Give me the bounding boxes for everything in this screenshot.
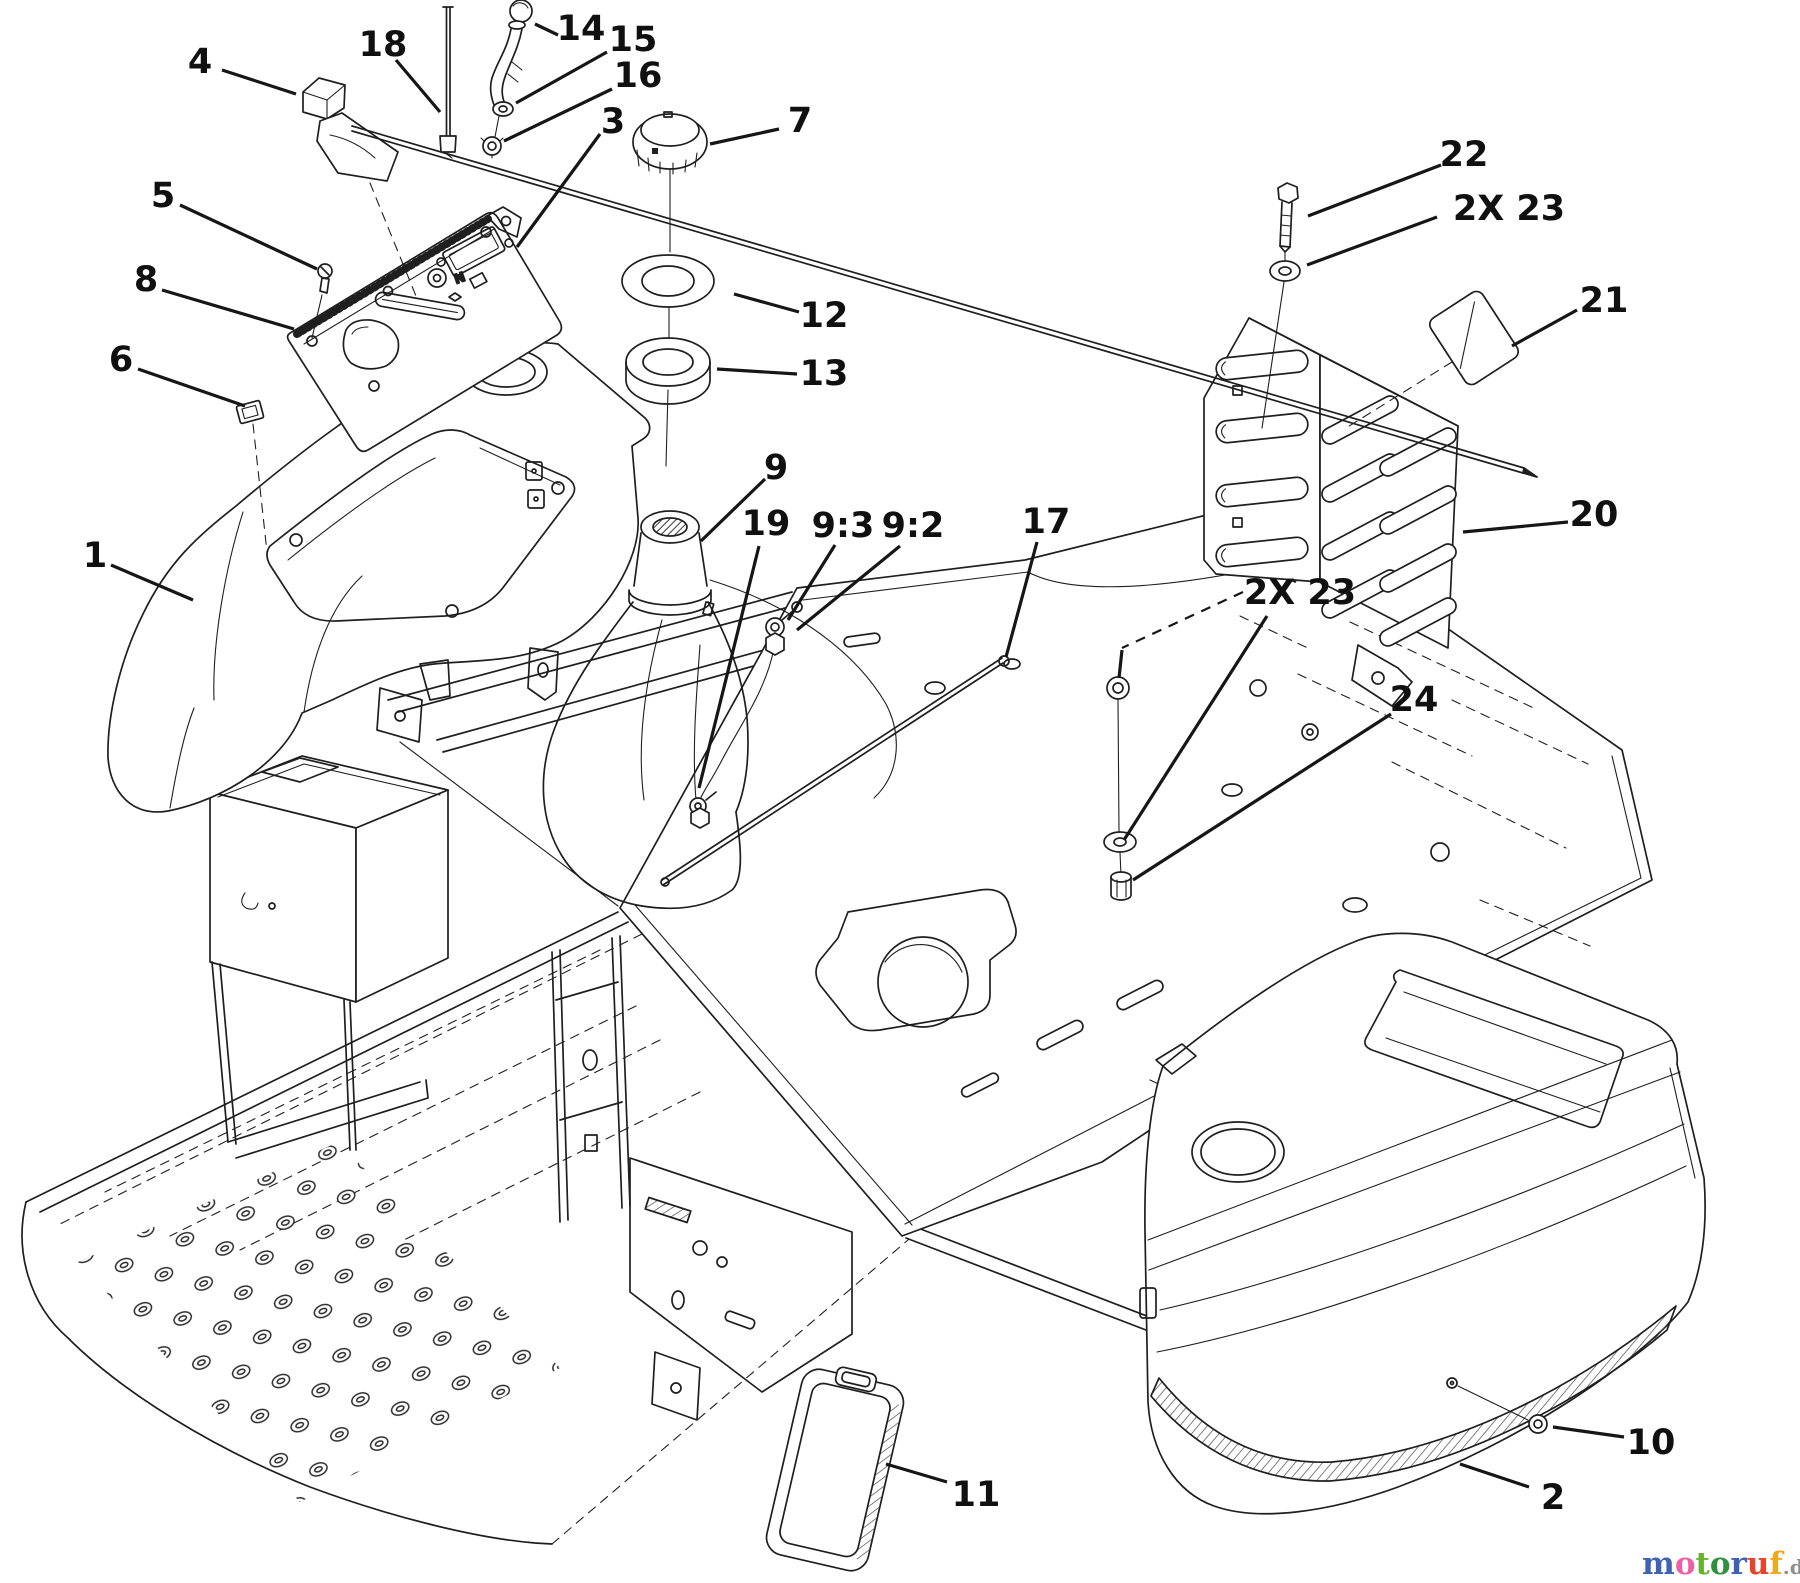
- leader-line-19: [697, 545, 761, 789]
- leader-line-1: [110, 563, 194, 602]
- callout-4: 4: [188, 42, 212, 82]
- callout-19: 19: [742, 504, 791, 544]
- callout-20: 20: [1570, 495, 1619, 535]
- callout-2X23: 2X 23: [1453, 189, 1565, 229]
- rear-cover: [1139, 932, 1706, 1515]
- leader-line-15: [515, 50, 608, 105]
- watermark-letter: t: [1696, 1546, 1711, 1582]
- leader-line-7: [709, 127, 780, 146]
- callout-21: 21: [1580, 281, 1629, 321]
- callout-9: 9: [764, 448, 788, 488]
- callout-14: 14: [557, 9, 606, 49]
- leader-line-3: [515, 133, 602, 248]
- leader-line-14: [534, 22, 559, 37]
- watermark-letter: o: [1710, 1546, 1731, 1582]
- leader-line-24: [1132, 712, 1392, 882]
- callout-3: 3: [601, 102, 625, 142]
- leader-line-8: [161, 288, 295, 331]
- leader-line-11: [885, 1462, 948, 1484]
- callout-7: 7: [788, 101, 812, 141]
- watermark-suffix: .de: [1783, 1555, 1800, 1579]
- fuel-tank: [542, 389, 897, 910]
- leader-line-12: [733, 292, 800, 314]
- watermark-letter: r: [1731, 1546, 1748, 1582]
- callout-15: 15: [609, 20, 658, 60]
- callout-17: 17: [1022, 502, 1071, 542]
- battery-box: [209, 755, 449, 1159]
- leader-line-13: [716, 367, 798, 376]
- leader-line-22: [1307, 163, 1442, 218]
- leader-line-4: [221, 68, 297, 96]
- watermark: motoruf.de: [1642, 1546, 1800, 1582]
- fuel-cap-7: [632, 111, 708, 339]
- leader-line-18: [394, 58, 442, 114]
- leader-line-20: [1462, 520, 1569, 534]
- washer-12: [621, 254, 715, 308]
- callout-11: 11: [952, 1475, 1001, 1515]
- rod-17: [660, 655, 1010, 887]
- pad-11: [765, 1366, 905, 1572]
- callout-6: 6: [109, 340, 133, 380]
- callout-13: 13: [800, 354, 849, 394]
- callout-18: 18: [359, 25, 408, 65]
- callout-22: 22: [1440, 135, 1489, 175]
- fuel-pickup-14: [489, 0, 533, 106]
- long-control-rod: [351, 125, 1538, 478]
- decal-plate-21: [1345, 290, 1520, 429]
- callout-1: 1: [83, 536, 107, 576]
- dipstick-rod-18: [439, 6, 457, 159]
- leader-line-2X23: [1306, 215, 1438, 267]
- callout-9:3: 9:3: [812, 506, 875, 546]
- callout-9:2: 9:2: [882, 506, 945, 546]
- fuel-elbow-19: [689, 791, 717, 829]
- callout-2X23: 2X 23: [1244, 573, 1356, 613]
- watermark-letter: f: [1769, 1546, 1784, 1582]
- watermark-letter: m: [1642, 1546, 1675, 1582]
- nut-16: [480, 136, 504, 159]
- leader-line-5: [179, 203, 318, 271]
- leader-line-9:2: [795, 544, 902, 632]
- frame-chassis: [619, 505, 1653, 1237]
- leader-line-6: [137, 367, 246, 408]
- washer-23-lower: [1103, 699, 1137, 877]
- leader-line-10: [1552, 1425, 1625, 1439]
- screw-5: [311, 263, 333, 339]
- bolt-22: [1261, 182, 1301, 429]
- shift-knob-4: [302, 77, 417, 297]
- leader-line-2X23: [1121, 591, 1244, 649]
- callout-24: 24: [1390, 680, 1439, 720]
- callout-16: 16: [614, 56, 663, 96]
- support-channel: [551, 935, 853, 1421]
- screw-10: [1446, 1377, 1548, 1434]
- washer-15: [492, 101, 514, 138]
- leader-line-17: [1004, 541, 1039, 658]
- leader-line-2X23: [1122, 615, 1269, 841]
- callout-5: 5: [151, 176, 175, 216]
- callout-12: 12: [800, 296, 849, 336]
- leader-line-16: [503, 87, 613, 143]
- callout-10: 10: [1627, 1423, 1676, 1463]
- watermark-letter: o: [1675, 1546, 1696, 1582]
- grommet-13: [625, 337, 711, 405]
- leader-line-2: [1459, 1462, 1530, 1489]
- leader-line-9: [699, 477, 767, 543]
- leader-line-2X23: [1117, 649, 1124, 679]
- nut-24: [1110, 871, 1132, 901]
- leader-line-21: [1511, 308, 1578, 348]
- watermark-letter: u: [1747, 1546, 1770, 1582]
- callout-2: 2: [1541, 1478, 1565, 1518]
- leader-line-9:3: [786, 544, 837, 621]
- callout-8: 8: [134, 260, 158, 300]
- traction-dimples: [78, 1142, 560, 1502]
- control-panel: N: [286, 206, 563, 453]
- fuel-valve-9-2: [765, 601, 803, 656]
